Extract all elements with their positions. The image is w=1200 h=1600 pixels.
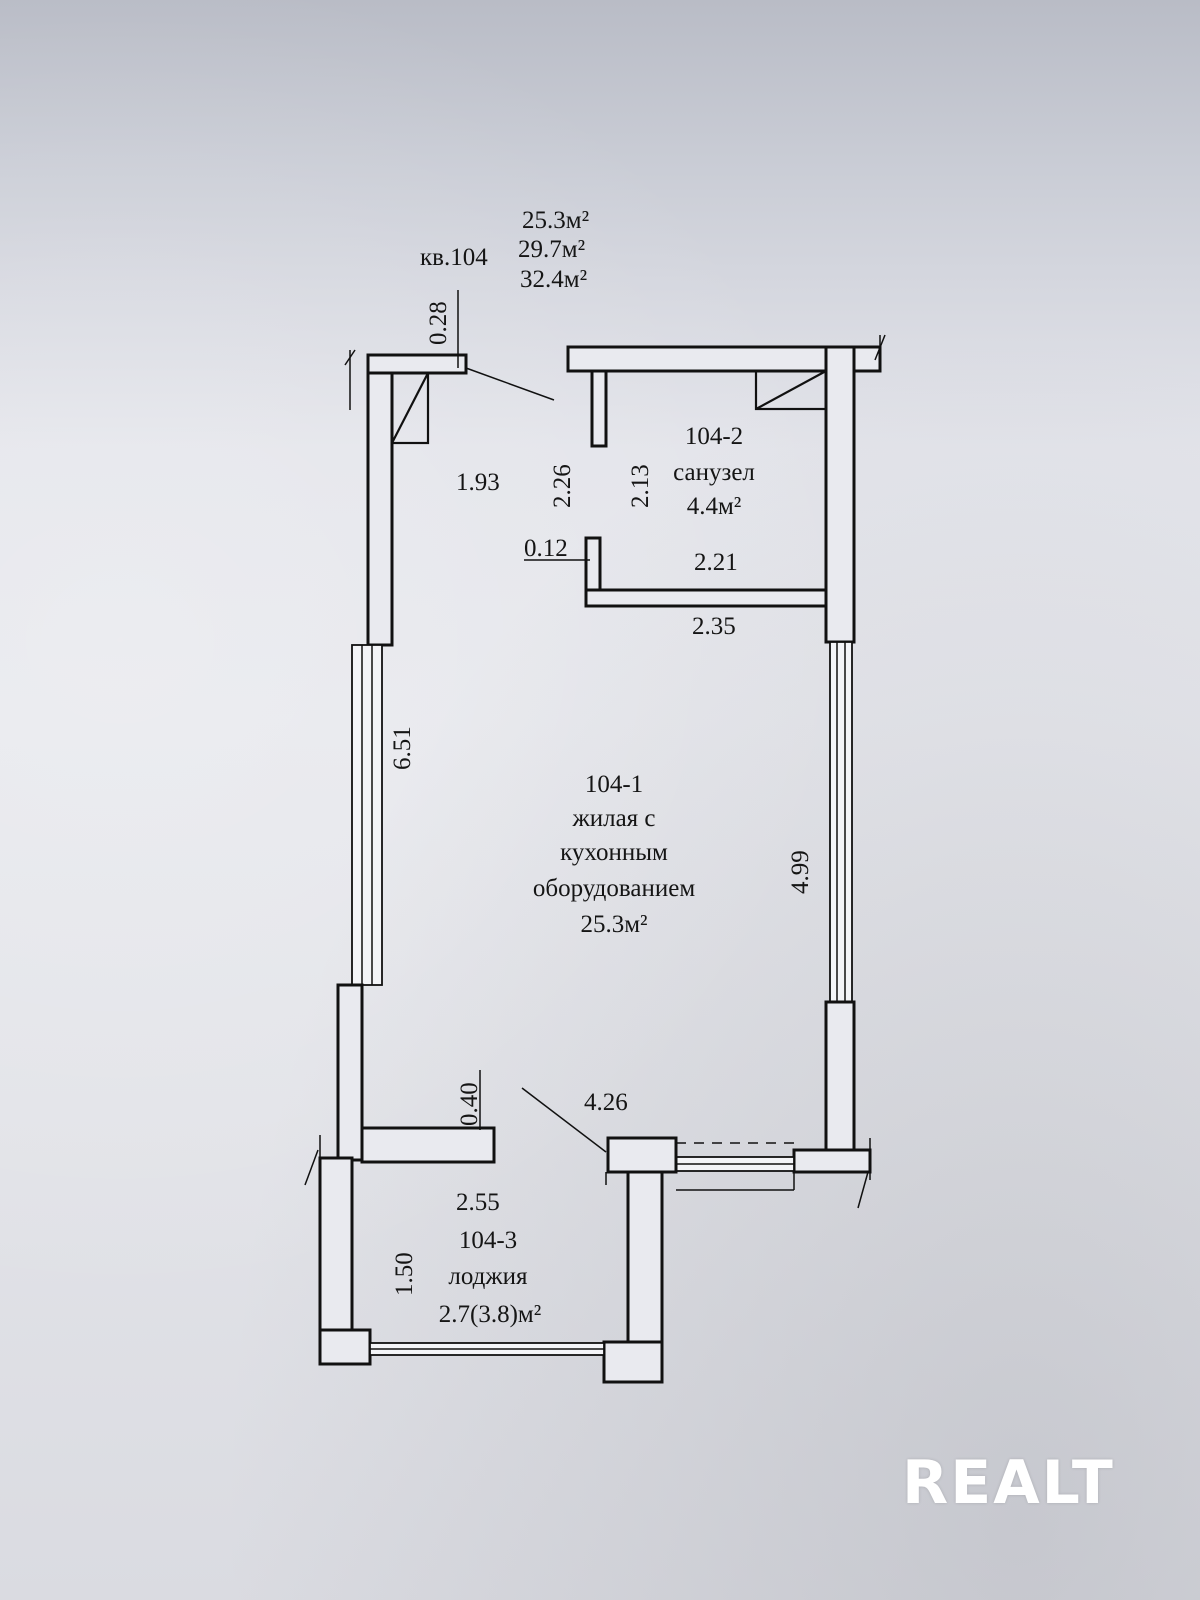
main-room-name-line-3: оборудованием: [533, 875, 695, 902]
loggia-right-corner: [602, 1340, 664, 1384]
main-room-name-line-1: жилая с: [571, 805, 655, 832]
dim-4-99: 4.99: [787, 850, 814, 894]
bath-number: 104-2: [685, 423, 743, 450]
right-wall-lower: [824, 1000, 856, 1174]
area-living: 25.3м²: [522, 207, 589, 234]
area-total-with-loggia: 32.4м²: [520, 266, 587, 293]
dim-0-12: 0.12: [524, 535, 568, 562]
right-wall-corner: [792, 1148, 872, 1174]
main-room-area: 25.3м²: [580, 911, 647, 938]
bath-bottom-wall: [584, 588, 828, 608]
dim-2-35: 2.35: [692, 613, 736, 640]
loggia-partition-wall: [360, 1126, 496, 1164]
loggia-pillar: [606, 1136, 678, 1174]
dim-0-28: 0.28: [425, 301, 452, 345]
right-window: [829, 641, 853, 1003]
dim-2-26: 2.26: [549, 464, 576, 508]
apartment-label: кв.104: [420, 244, 488, 271]
entry-cabinet: [390, 371, 430, 445]
main-room-number: 104-1: [585, 771, 643, 798]
dim-2-21: 2.21: [694, 549, 738, 576]
right-wall-upper: [824, 345, 856, 644]
loggia-right-wall: [626, 1170, 664, 1366]
balcony-door-swing: [521, 1087, 607, 1153]
loggia-name: лоджия: [448, 1263, 528, 1290]
left-window: [351, 644, 383, 986]
entry-wall-left-stub: [366, 353, 468, 375]
dim-2-55: 2.55: [456, 1189, 500, 1216]
loggia-left-corner: [318, 1328, 372, 1366]
dim-6-51: 6.51: [389, 726, 416, 770]
main-room-name-line-2: кухонным: [560, 839, 668, 866]
dim-2-13: 2.13: [627, 464, 654, 508]
loggia-area: 2.7(3.8)м²: [439, 1301, 541, 1328]
left-wall-lower: [336, 983, 364, 1162]
entry-door-swing: [465, 367, 555, 401]
dim-0-40: 0.40: [456, 1082, 483, 1126]
left-wall-upper: [366, 353, 394, 647]
loggia-number: 104-3: [459, 1227, 517, 1254]
bath-name: санузел: [673, 459, 755, 486]
area-total: 29.7м²: [518, 236, 585, 263]
bath-area: 4.4м²: [687, 493, 742, 520]
dim-4-26: 4.26: [584, 1089, 628, 1116]
dim-1-93: 1.93: [456, 469, 500, 496]
realt-watermark-logo: REALT: [902, 1448, 1115, 1518]
dim-1-50: 1.50: [391, 1252, 418, 1296]
bath-partition-upper: [590, 369, 608, 448]
